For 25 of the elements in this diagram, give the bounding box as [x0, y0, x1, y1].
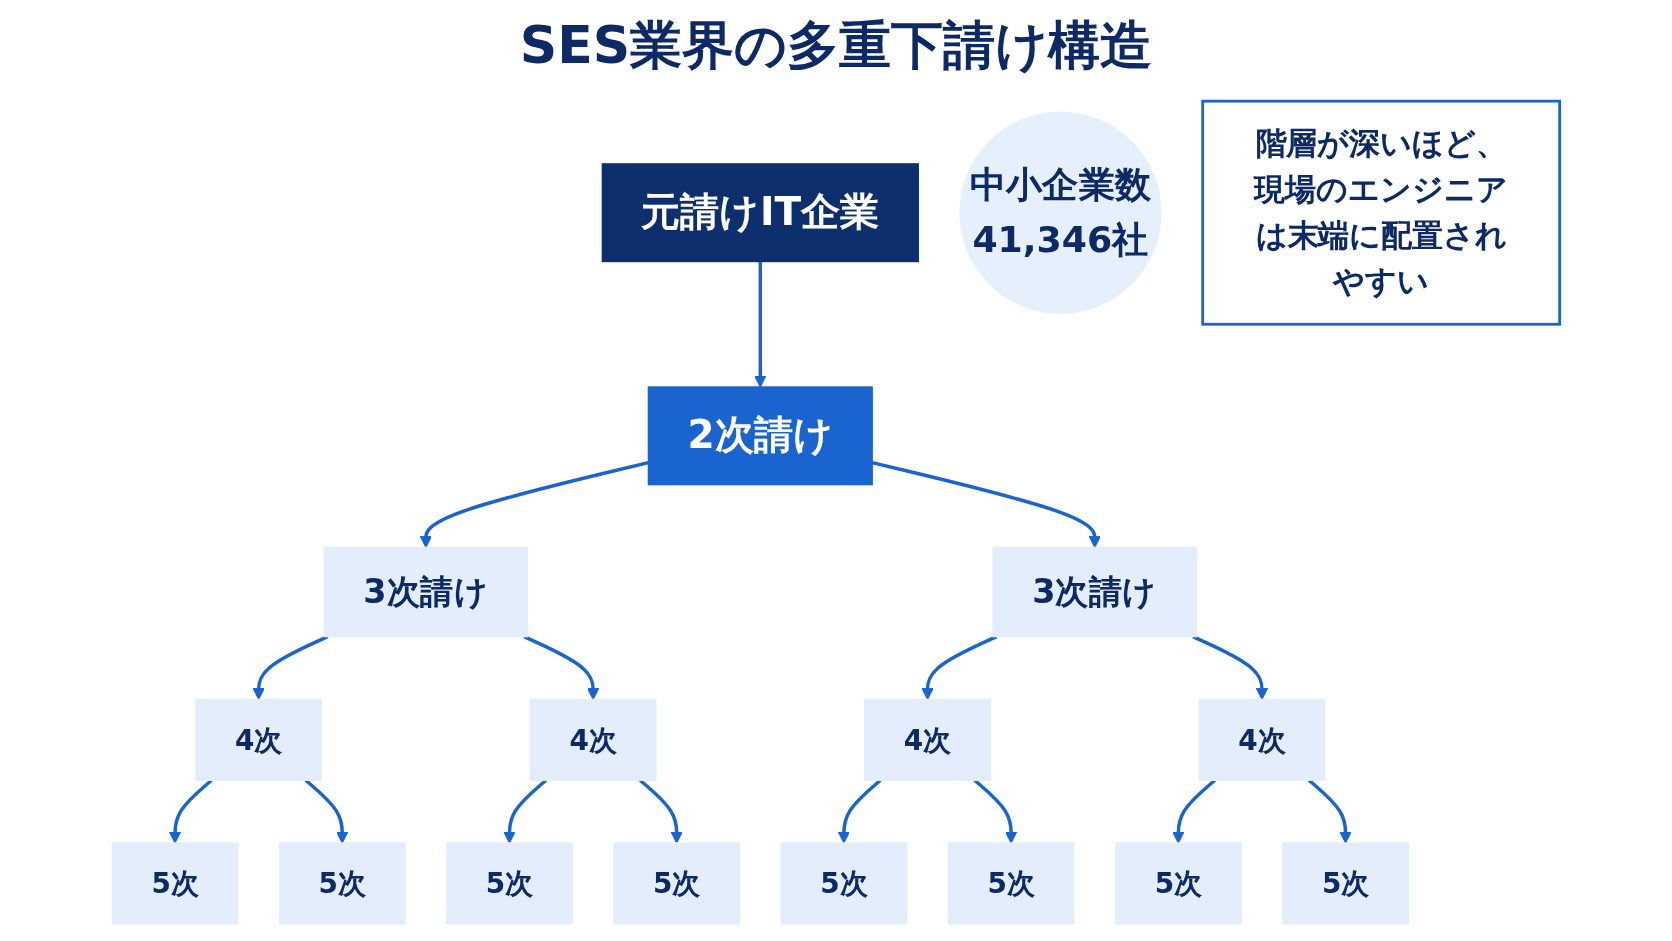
node-box: 5次: [780, 842, 908, 925]
node-box: 5次: [278, 842, 406, 925]
node-box: 3次請け: [992, 546, 1197, 638]
node-box: 4次: [195, 698, 323, 781]
node-box: 3次請け: [323, 546, 529, 638]
arrow: [419, 460, 649, 548]
arrow: [252, 635, 329, 700]
diagram-title: SES業界の多重下請け構造: [518, 14, 1154, 77]
node-box: 4次: [529, 698, 657, 781]
node-box: 4次: [864, 698, 991, 781]
arrow: [754, 261, 767, 388]
node-box: 5次: [1282, 842, 1409, 925]
node-box: 5次: [446, 842, 573, 925]
node-box: 階層が深いほど、現場のエンジニアは末端に配置されやすい: [1201, 99, 1562, 326]
arrow: [1192, 635, 1269, 700]
node-box: 5次: [111, 842, 239, 925]
node-box: 4次: [1198, 698, 1326, 781]
arrow: [523, 635, 600, 700]
arrow: [921, 635, 998, 700]
node-box: 5次: [1114, 842, 1242, 925]
node-box: 2次請け: [647, 386, 873, 486]
node-box: 5次: [947, 842, 1075, 925]
node-box: 元請けIT企業: [601, 163, 919, 263]
node-box: 5次: [613, 842, 741, 925]
node-circle: 中小企業数 41,346社: [959, 111, 1162, 314]
